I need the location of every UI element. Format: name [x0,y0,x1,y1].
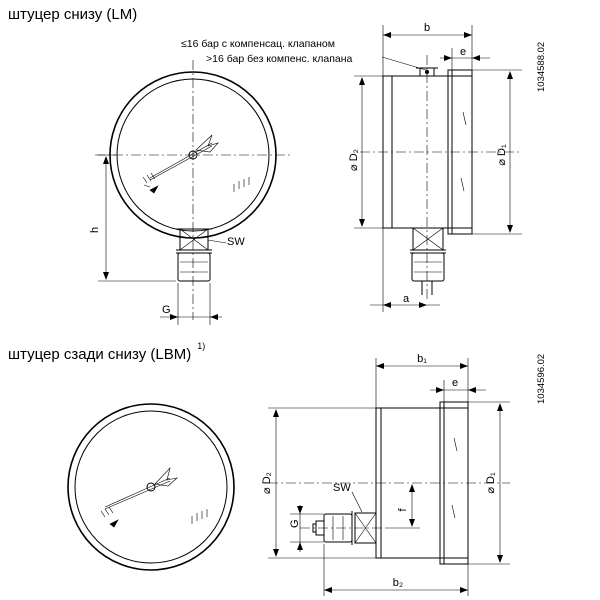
dim-g [160,283,222,325]
top-front-view: SW h G [89,60,290,325]
note-gt16: >16 бар без компенс. клапана [206,53,353,65]
sw2-leader [351,491,363,513]
dim-e [440,48,490,70]
label-e-bottom: e [452,377,458,389]
label-g-bottom: G [289,519,301,528]
dim-d1 [472,69,522,235]
gauge2-case-inner [74,410,228,564]
dim-d2 [354,75,383,229]
dim-e-2 [430,380,486,402]
dim-b1 [375,358,469,408]
side-socket [410,227,446,295]
label-d1-bottom: ⌀ D₁ [485,472,497,494]
dim-b [382,25,473,76]
back-socket [312,511,377,545]
top-side-view: b e ⌀ D₂ [348,22,522,312]
title-bottom-text: штуцер сзади снизу (LBM) [8,346,192,363]
pointer-2 [104,466,179,510]
dim-d2-2 [268,407,376,559]
label-f: f [397,508,409,512]
label-b: b [424,22,430,34]
scale-ticks-right [233,177,250,192]
label-e-top: e [460,46,466,58]
pointer [149,134,219,181]
bottom-side-view: SW b₁ e [261,353,510,596]
label-sw: SW [227,236,245,248]
sw-leader [207,239,227,244]
scale-ticks-2-right [191,509,208,524]
connection-socket [176,228,212,282]
footnote-marker: 1) [197,341,206,351]
dim-g-2 [290,505,324,552]
glass2-mark-1 [453,437,458,452]
title-bottom: штуцер сзади снизу (LBM) 1) [8,341,205,363]
label-b1: b₁ [417,353,427,365]
label-d2-bottom: ⌀ D₂ [261,472,273,494]
glass-mark-2 [460,177,465,192]
dim-b2 [323,544,469,596]
label-d2-top: ⌀ D₂ [348,149,360,171]
dim-f [385,484,420,529]
glass2-mark-2 [451,504,456,519]
bottom-front-view [67,403,235,571]
label-a: a [403,293,410,305]
label-g-top: G [162,304,171,316]
label-d1-top: ⌀ D₁ [496,144,508,166]
note-le16: ≤16 бар с компенсац. клапаном [181,38,335,50]
label-b2: b₂ [393,577,403,589]
dim-d1-2 [468,401,510,565]
dim-h [98,154,176,282]
dim-a [370,228,440,312]
label-h: h [89,227,101,233]
gauge2-case-outer [67,403,235,571]
scale-ticks-left [142,172,159,194]
scale-ticks-2-left [100,506,119,528]
label-sw-2: SW [333,482,351,494]
vent-plug [381,56,438,77]
glass-mark-1 [462,111,467,126]
title-top: штуцер снизу (LM) [8,6,138,23]
